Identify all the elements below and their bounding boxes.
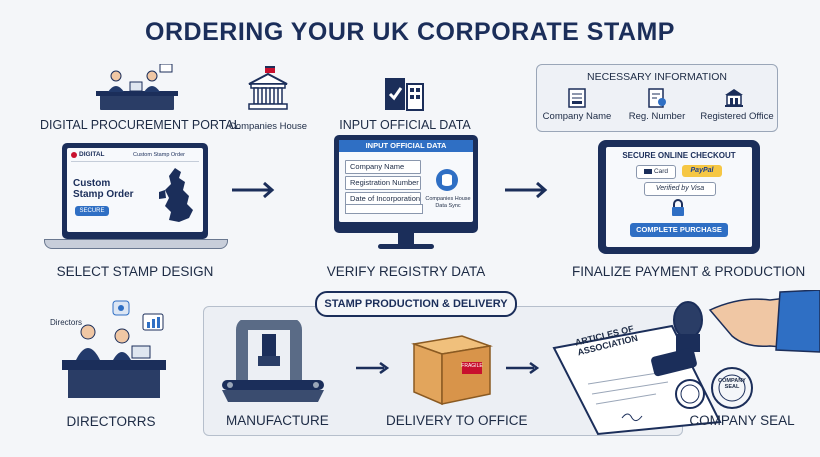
- info-registered-office: Registered Office: [700, 111, 774, 122]
- monitor-neck: [398, 233, 414, 245]
- certificate-icon: [568, 88, 586, 108]
- arrow-right-icon: [356, 361, 390, 375]
- hand-stamp-illustration: [651, 290, 820, 409]
- portal-heading: Custom Stamp Order: [73, 178, 134, 200]
- arrow-right-icon: [232, 181, 275, 199]
- registration-number-field[interactable]: Registration Number: [345, 176, 421, 190]
- manufacture-caption: MANUFACTURE: [226, 413, 329, 428]
- verified-by-visa-badge: Verified by Visa: [644, 182, 716, 196]
- company-name-field[interactable]: Company Name: [345, 160, 421, 174]
- manufacturing-machine-icon: [222, 320, 324, 402]
- padlock-icon: [672, 199, 684, 216]
- arrow-right-icon: [505, 181, 548, 199]
- checkout-title: SECURE ONLINE CHECKOUT: [622, 151, 736, 160]
- portal-logo-text: DIGITAL: [79, 151, 105, 158]
- document-badge-icon: [648, 88, 666, 108]
- arrow-right-icon: [506, 361, 540, 375]
- card-option[interactable]: Card: [636, 165, 676, 179]
- paypal-option[interactable]: PayPal: [682, 165, 722, 177]
- card-option-label: Card: [653, 168, 669, 175]
- necessary-info-title: NECESSARY INFORMATION: [586, 71, 728, 83]
- company-seal-caption: COMPANY SEAL: [689, 413, 795, 428]
- delivery-caption: DELIVERY TO OFFICE: [386, 413, 528, 428]
- fragile-label: FRAGILE: [461, 363, 483, 369]
- tablet-device: SECURE ONLINE CHECKOUT Card PayPal Verif…: [598, 140, 760, 254]
- step2-caption: VERIFY REGISTRY DATA: [326, 264, 486, 279]
- step1-caption: SELECT STAMP DESIGN: [56, 264, 214, 279]
- portal-nav-link[interactable]: Custom Stamp Order: [133, 152, 185, 158]
- monitor-stand: [378, 244, 434, 249]
- cardboard-box-icon: [411, 335, 493, 406]
- portal-secure-button[interactable]: SECURE: [75, 206, 109, 216]
- directors-caption: DIRECTORRS: [66, 414, 156, 429]
- complete-purchase-button[interactable]: COMPLETE PURCHASE: [630, 223, 728, 237]
- checkout-screen: SECURE ONLINE CHECKOUT Card PayPal Verif…: [606, 147, 752, 247]
- portal-label: DIGITAL PROCUREMENT PORTAL: [40, 118, 241, 132]
- monitor-screen: INPUT OFFICIAL DATA Company Name Registr…: [334, 135, 478, 233]
- page-title: ORDERING YOUR UK CORPORATE STAMP: [145, 18, 675, 46]
- portal-logo-icon: [71, 152, 77, 158]
- input-data-label: INPUT OFFICIAL DATA: [339, 118, 471, 132]
- laptop-screen: DIGITAL Custom Stamp Order Custom Stamp …: [62, 143, 208, 239]
- network-icon: [112, 300, 130, 316]
- step3-caption: FINALIZE PAYMENT & PRODUCTION: [572, 264, 806, 279]
- info-company-name: Company Name: [542, 111, 612, 122]
- necessary-info-box: NECESSARY INFORMATION Company Name Reg. …: [536, 64, 778, 132]
- office-building-icon: [725, 89, 743, 107]
- production-delivery-pill: STAMP PRODUCTION & DELIVERY: [315, 291, 517, 317]
- companies-house-building-icon: [248, 66, 288, 110]
- data-entry-header: INPUT OFFICIAL DATA: [339, 140, 473, 152]
- meeting-desk-icon: [96, 64, 178, 110]
- laptop-base: [44, 239, 228, 249]
- database-sync-icon: [436, 169, 458, 191]
- extra-input-field[interactable]: [345, 204, 423, 214]
- sync-label: Companies House Data Sync: [425, 196, 471, 209]
- portal-screen: DIGITAL Custom Stamp Order Custom Stamp …: [67, 148, 203, 232]
- seal-text: COMPANY SEAL: [718, 378, 746, 390]
- bar-chart-icon: [142, 313, 164, 331]
- building-checkmark-icon: [385, 78, 424, 111]
- data-entry-fields: Company Name Registration Number Date of…: [345, 160, 421, 208]
- directors-desk-illustration: [62, 324, 166, 398]
- data-entry-screen: INPUT OFFICIAL DATA Company Name Registr…: [339, 140, 473, 222]
- info-reg-number: Reg. Number: [628, 111, 686, 122]
- directors-tag: Directors: [50, 318, 83, 327]
- uk-map-icon: [159, 168, 193, 222]
- companies-house-label: Companies House: [228, 121, 308, 132]
- card-icon: [643, 168, 652, 174]
